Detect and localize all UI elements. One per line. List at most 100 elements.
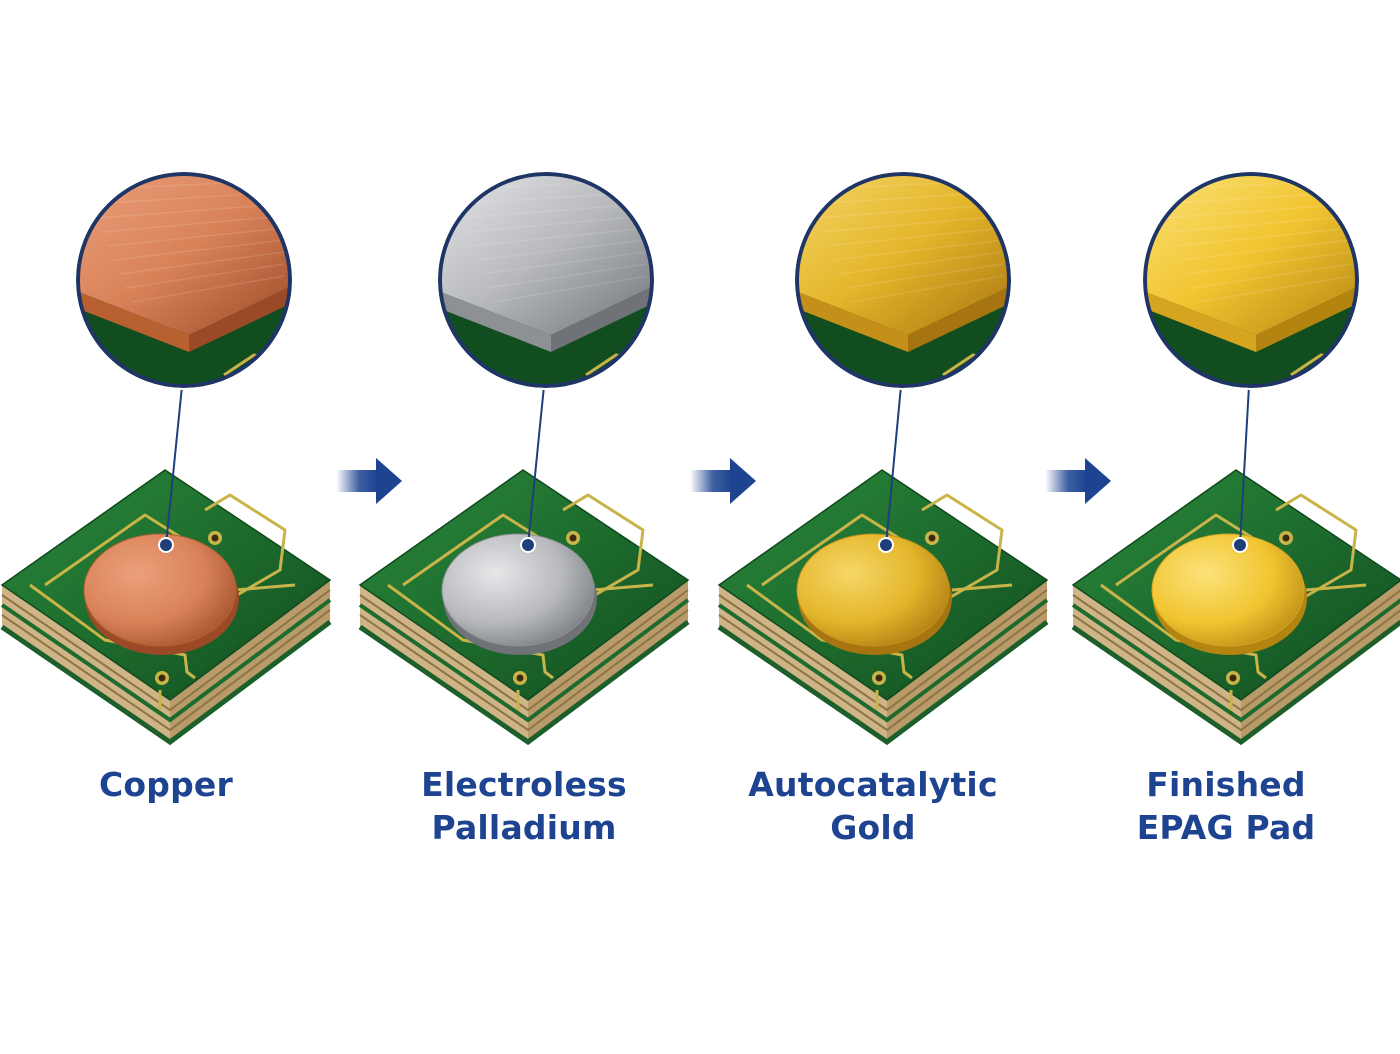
pcb-layer-stripe	[718, 589, 1048, 712]
zoom-pad-edge-left	[797, 290, 908, 352]
process-step-palladium	[358, 170, 690, 746]
step-label-line: Gold	[830, 808, 916, 847]
pcb-layer-stripe	[1072, 589, 1400, 712]
pcb-traces	[1100, 493, 1367, 710]
step-label-line: Electroless	[421, 765, 627, 804]
zoom-pad-surface	[797, 174, 1009, 335]
arrow-right-icon	[1085, 458, 1111, 504]
step-label-copper: Copper	[16, 763, 316, 806]
zoom-texture	[1174, 227, 1352, 247]
pcb-layer-stripe	[359, 609, 689, 732]
step-label-autocatalytic-gold: Autocatalytic Gold	[723, 763, 1023, 849]
pcb-trace	[761, 513, 903, 587]
pcb-layer-stripe	[0, 598, 332, 723]
step-label-line: Palladium	[431, 808, 617, 847]
pcb-bottom-edge	[0, 620, 332, 746]
zoom-texture	[1162, 203, 1352, 219]
zoom-texture	[820, 215, 1004, 233]
process-step-finished-epag	[1071, 170, 1400, 746]
arrow-shaft	[690, 470, 732, 492]
pcb-trace	[204, 493, 287, 607]
zoom-texture	[838, 251, 1004, 275]
callout-dot	[878, 537, 894, 553]
pcb-trace	[1275, 493, 1358, 607]
zoom-texture	[1192, 263, 1352, 289]
zoom-texture	[844, 263, 1004, 289]
pad-surface	[796, 533, 950, 647]
zoom-texture	[850, 275, 1004, 303]
zoom-texture	[832, 239, 1004, 261]
via-hole	[158, 674, 166, 682]
zoom-texture	[1198, 275, 1352, 303]
step-label-line: Finished	[1146, 765, 1306, 804]
zoom-texture	[463, 215, 647, 233]
callout-dot	[520, 537, 536, 553]
pcb-layer-stripe	[717, 598, 1049, 723]
zoom-ring-outer	[793, 170, 1013, 390]
step-label-line: EPAG Pad	[1136, 808, 1316, 847]
via-hole	[569, 534, 577, 542]
zoom-texture	[487, 263, 647, 289]
callout-dot	[158, 537, 174, 553]
via-hole	[875, 674, 883, 682]
zoom-pad-surface	[1145, 174, 1357, 335]
zoom-texture	[826, 227, 1004, 247]
zoom-pad-edge-left	[440, 290, 551, 352]
zoom-texture	[1180, 239, 1352, 261]
zoom-pad-edge-right	[551, 285, 652, 352]
pcb-traces	[29, 493, 296, 710]
step-label-line: Copper	[99, 765, 233, 804]
zoom-texture	[107, 227, 285, 247]
zoom-texture	[113, 239, 285, 261]
pcb-trace	[29, 583, 196, 680]
zoom-pad-surface	[78, 174, 290, 335]
zoom-texture	[457, 203, 647, 219]
zoom-texture	[101, 215, 285, 233]
pcb-trace	[1100, 583, 1267, 680]
zoom-ring	[795, 172, 1011, 388]
zoom-pad-edge-left	[78, 290, 189, 352]
arrow-right-icon	[730, 458, 756, 504]
arrow-right-icon	[376, 458, 402, 504]
zoom-ring	[438, 172, 654, 388]
zoom-texture	[131, 275, 285, 303]
arrow-shaft	[1045, 470, 1087, 492]
pad-disc	[83, 533, 239, 655]
pcb-layer-stripe	[358, 598, 690, 723]
zoom-ring-outer	[1141, 170, 1361, 390]
zoom-texture	[125, 263, 285, 289]
pad-disc	[1151, 533, 1307, 655]
zoom-texture	[493, 275, 647, 303]
pad-surface	[441, 533, 595, 647]
pcb-trace	[562, 493, 645, 607]
process-step-autocatalytic-gold	[717, 170, 1049, 746]
pad-surface	[83, 533, 237, 647]
callout-connector	[527, 385, 545, 546]
pcb-traces	[746, 493, 1013, 710]
zoom-texture	[95, 203, 285, 219]
zoom-pad-edge-right	[189, 285, 290, 352]
pcb-trace	[951, 583, 1013, 592]
zoom-texture	[469, 227, 647, 247]
step-label-finished-epag: Finished EPAG Pad	[1076, 763, 1376, 849]
pcb-layer-stripe	[1072, 609, 1400, 732]
pcb-trace	[1115, 513, 1257, 587]
zoom-ring	[76, 172, 292, 388]
pcb-layer-stripe	[1, 589, 331, 712]
pcb-bottom-edge	[358, 620, 690, 746]
callout-connector	[165, 385, 183, 546]
step-label-line: Autocatalytic	[748, 765, 998, 804]
zoom-pad-edge-right	[908, 285, 1009, 352]
zoom-ring-outer	[74, 170, 294, 390]
pad-disc	[796, 533, 952, 655]
zoom-texture	[814, 203, 1004, 219]
via-hole	[516, 674, 524, 682]
pad-surface	[1151, 533, 1305, 647]
pcb-layer-stripe	[718, 609, 1048, 732]
zoom-texture	[1186, 251, 1352, 275]
via-hole	[1229, 674, 1237, 682]
pcb-trace	[746, 583, 913, 680]
pcb-trace	[1305, 583, 1367, 592]
callout-connector	[885, 385, 902, 546]
zoom-ring	[1143, 172, 1359, 388]
